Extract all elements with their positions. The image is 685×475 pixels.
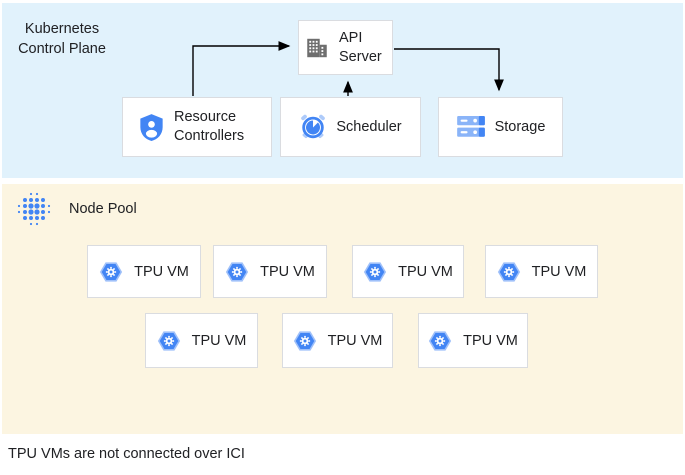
- node-scheduler: Scheduler: [280, 97, 421, 157]
- tpu-vm-label: TPU VM: [191, 332, 247, 349]
- tpu-hexagon-gear-icon: [428, 329, 452, 353]
- api-server-label: API Server: [339, 29, 382, 65]
- node-pool-header: Node Pool: [12, 187, 137, 231]
- tpu-vm-box: TPU VM: [485, 245, 598, 298]
- tpu-vm-box: TPU VM: [213, 245, 327, 298]
- shield-user-icon: [138, 113, 165, 142]
- tpu-vm-box: TPU VM: [418, 313, 528, 368]
- tpu-vm-box: TPU VM: [87, 245, 201, 298]
- tpu-hexagon-gear-icon: [225, 260, 249, 284]
- storage-label: Storage: [494, 118, 546, 135]
- node-storage: Storage: [438, 97, 563, 157]
- resource-controllers-label: Resource Controllers: [174, 109, 245, 144]
- tpu-hexagon-gear-icon: [99, 260, 123, 284]
- storage-disks-icon: [456, 114, 486, 140]
- tpu-vm-label: TPU VM: [134, 263, 189, 280]
- tpu-vm-box: TPU VM: [352, 245, 464, 298]
- tpu-vm-label: TPU VM: [327, 332, 383, 349]
- tpu-hexagon-gear-icon: [157, 329, 181, 353]
- tpu-vm-label: TPU VM: [463, 332, 518, 349]
- tpu-vm-label: TPU VM: [260, 263, 315, 280]
- node-api-server: API Server: [298, 20, 393, 75]
- node-pool-title: Node Pool: [69, 201, 137, 217]
- tpu-vm-label: TPU VM: [531, 263, 587, 280]
- tpu-hexagon-gear-icon: [497, 260, 521, 284]
- diagram-caption: TPU VMs are not connected over ICI: [8, 446, 245, 462]
- scheduler-label: Scheduler: [336, 118, 402, 135]
- tpu-vm-box: TPU VM: [282, 313, 393, 368]
- tpu-hexagon-gear-icon: [293, 329, 317, 353]
- node-pool-panel: [2, 184, 683, 434]
- tpu-vm-label: TPU VM: [398, 263, 453, 280]
- tpu-vm-box: TPU VM: [145, 313, 258, 368]
- node-pool-dots-icon: [12, 187, 56, 231]
- tpu-hexagon-gear-icon: [363, 260, 387, 284]
- node-resource-controllers: Resource Controllers: [122, 97, 272, 157]
- control-plane-title: Kubernetes Control Plane: [18, 21, 106, 57]
- clock-icon: [299, 113, 327, 141]
- building-icon: [304, 35, 330, 61]
